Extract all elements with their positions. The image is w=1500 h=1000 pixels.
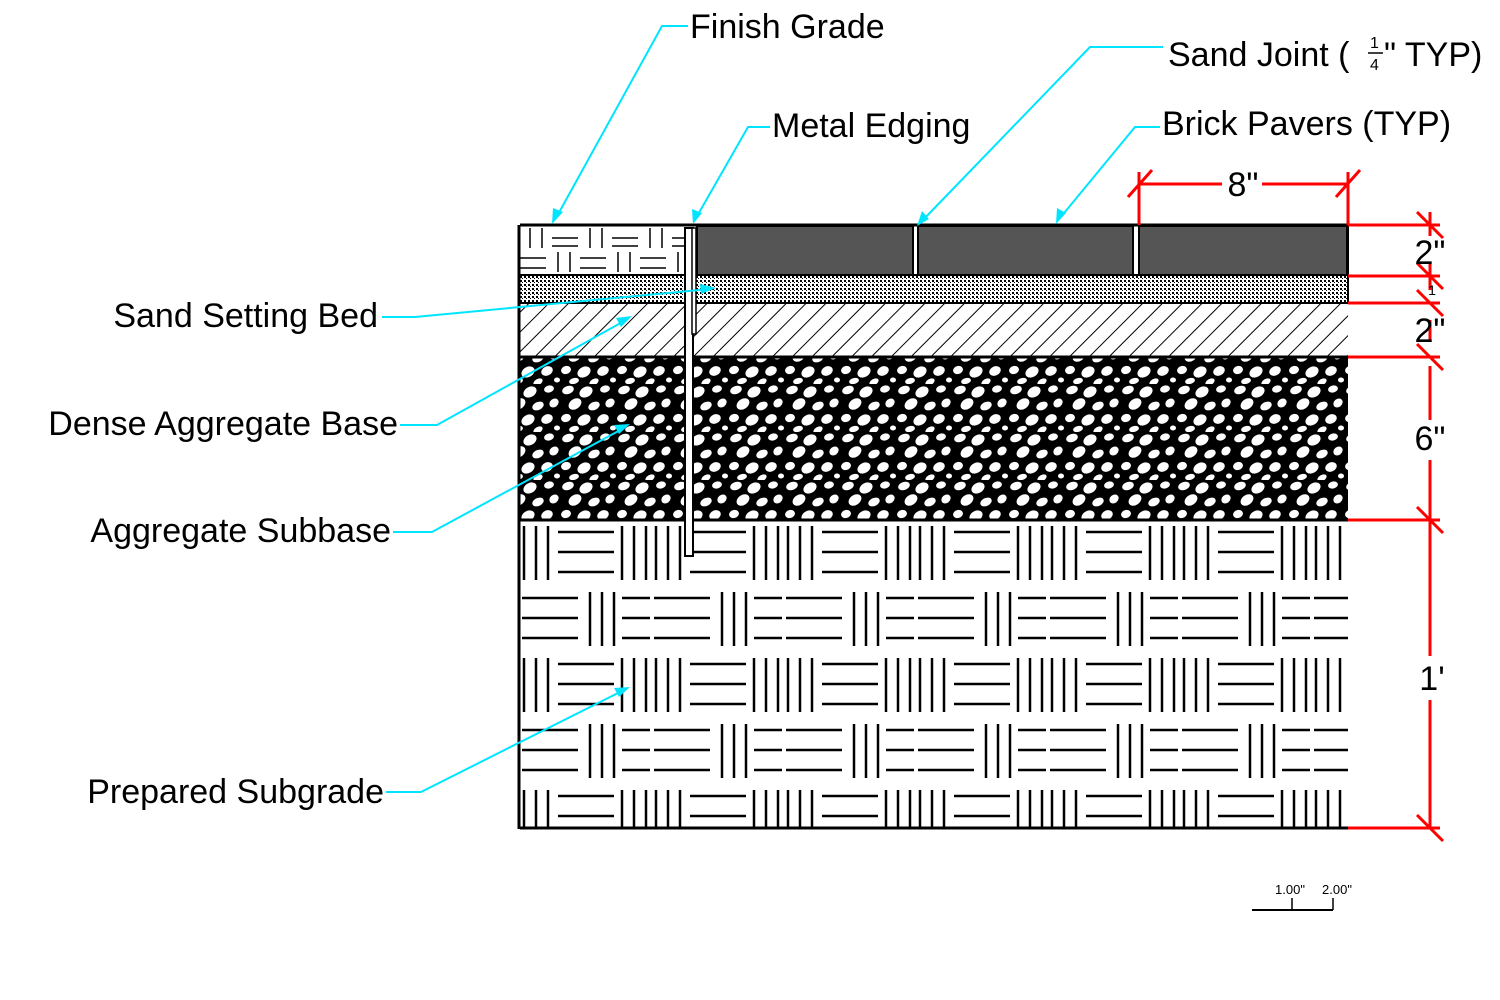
layer-stack: [517, 223, 1349, 830]
svg-text:1: 1: [1370, 35, 1379, 52]
scale-bar: 1.00" 2.00": [1252, 882, 1352, 911]
leader-arrowheads: [552, 208, 1066, 697]
dim-base: 2": [1415, 312, 1446, 350]
label-sand-setting-bed: Sand Setting Bed: [113, 297, 378, 335]
label-brick-pavers: Brick Pavers (TYP): [1162, 105, 1451, 143]
aggregate-subbase-layer: [520, 357, 1348, 520]
label-aggregate-subbase: Aggregate Subbase: [90, 512, 391, 550]
topsoil-layer: [520, 225, 686, 275]
label-sand-joint: Sand Joint ( 1 4 " TYP): [1168, 35, 1482, 74]
svg-text:4: 4: [1370, 57, 1379, 74]
metal-edging: [684, 227, 694, 557]
dim-paver-depth: 2": [1415, 234, 1446, 272]
dense-aggregate-base-layer: [520, 303, 1348, 357]
leader-lines: [382, 25, 1163, 793]
dim-subgrade: 1': [1419, 660, 1444, 698]
dim-paver-width: 8": [1228, 166, 1259, 204]
brick-paver-1: [696, 225, 914, 276]
dim-sand-bed: 1: [1428, 282, 1436, 298]
label-prepared-subgrade: Prepared Subgrade: [87, 773, 384, 811]
brick-paver-3: [1138, 225, 1348, 276]
brick-paver-2: [917, 225, 1134, 276]
dim-subbase: 6": [1415, 420, 1446, 458]
sand-setting-bed-layer: [520, 276, 1348, 303]
prepared-subgrade-layer: [520, 520, 1348, 828]
label-metal-edging: Metal Edging: [772, 107, 970, 145]
svg-text:" TYP): " TYP): [1384, 36, 1482, 74]
label-finish-grade: Finish Grade: [690, 8, 885, 46]
scale-label-1: 1.00": [1275, 882, 1305, 897]
dimension-lines: [1126, 169, 1445, 843]
svg-text:Sand Joint (: Sand Joint (: [1168, 36, 1350, 74]
scale-label-2: 2.00": [1322, 882, 1352, 897]
label-dense-aggregate-base: Dense Aggregate Base: [48, 405, 398, 443]
